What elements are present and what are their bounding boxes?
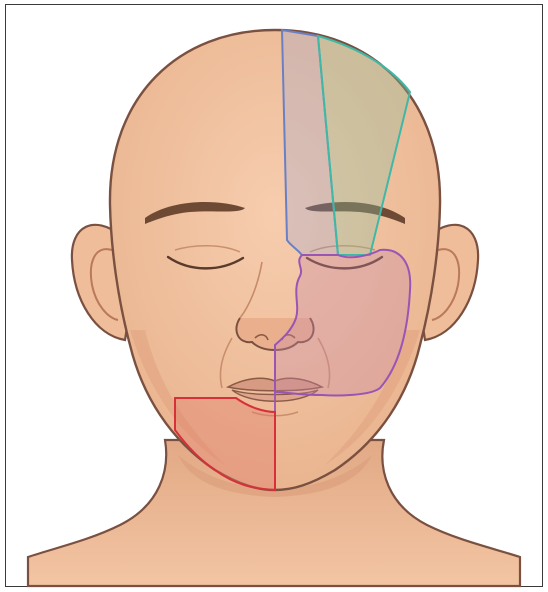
face-illustration bbox=[0, 0, 548, 592]
figure-frame bbox=[0, 0, 548, 592]
